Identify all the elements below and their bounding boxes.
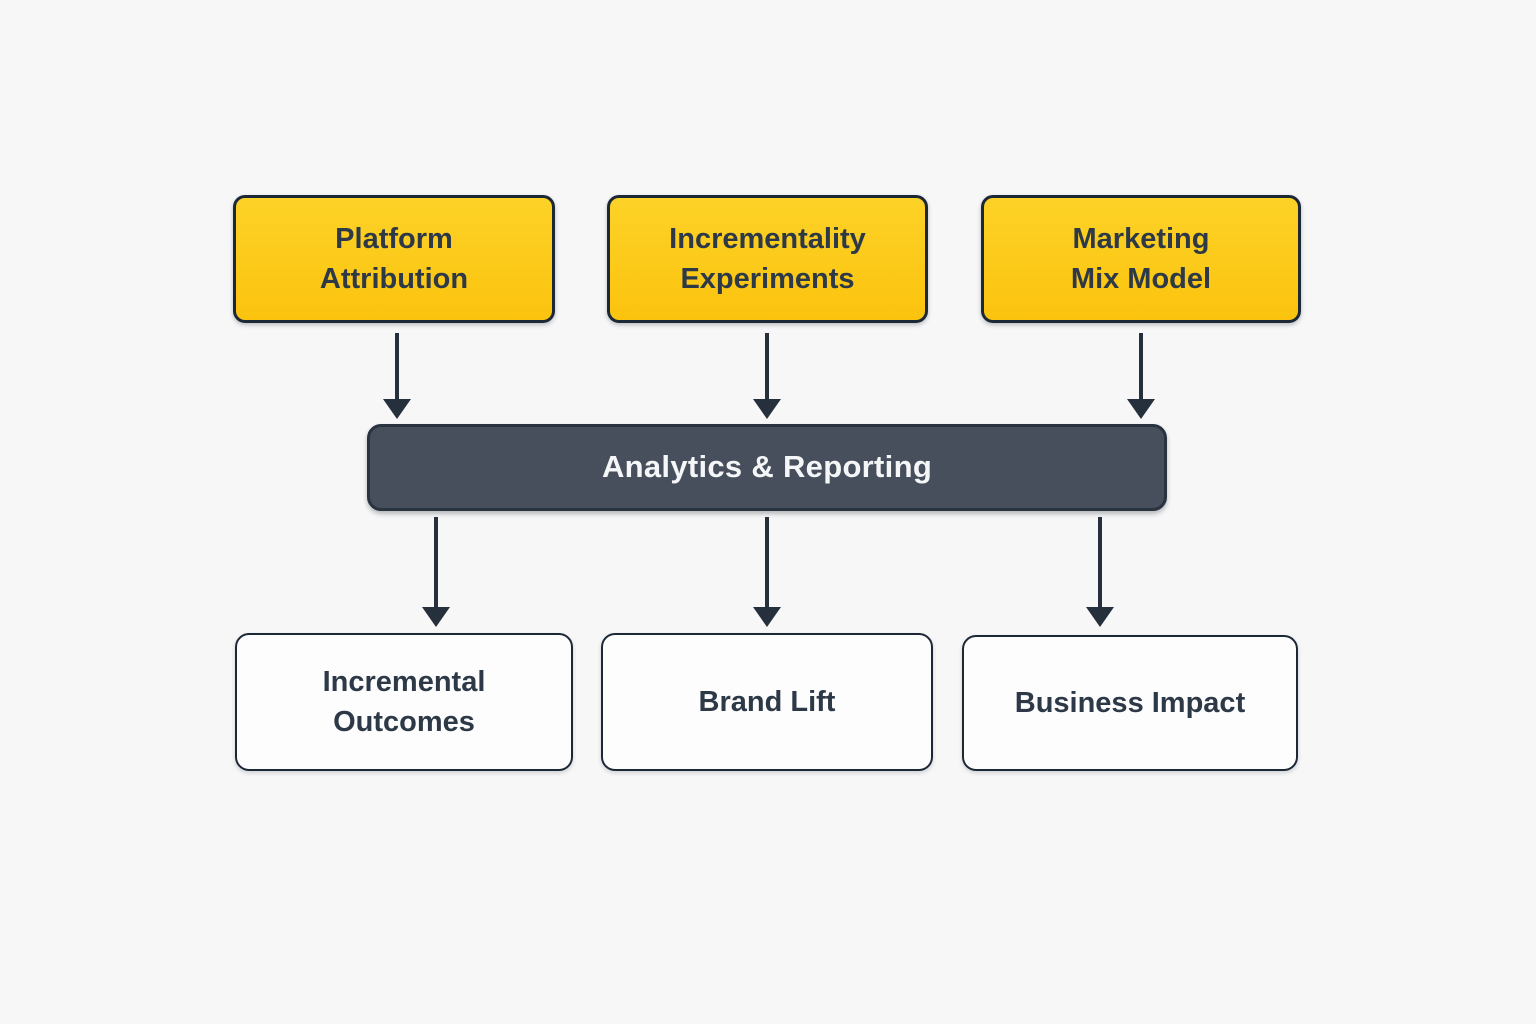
source-box-marketing-mix-model: Marketing Mix Model [981, 195, 1301, 323]
down-arrow-analytics-to-incremental-outcomes [422, 517, 450, 627]
outcome-box-label: Incremental Outcomes [322, 665, 486, 738]
outcome-box-label: Brand Lift [698, 685, 836, 718]
source-box-incrementality-experiments: Incrementality Experiments [607, 195, 928, 323]
hub-bar-analytics-reporting: Analytics & Reporting [367, 424, 1167, 511]
source-box-label: Incrementality Experiments [669, 222, 866, 295]
down-arrow-mmm-to-analytics [1127, 333, 1155, 419]
arrowhead-icon [422, 607, 450, 627]
down-arrow-analytics-to-brand-lift [753, 517, 781, 627]
source-box-label: Marketing Mix Model [1070, 222, 1212, 295]
source-box-platform-attribution: Platform Attribution [233, 195, 555, 323]
outcome-box-business-impact: Business Impact [962, 635, 1298, 771]
hub-bar-label: Analytics & Reporting [601, 449, 933, 485]
arrowhead-icon [753, 399, 781, 419]
source-box-label: Platform Attribution [319, 222, 469, 295]
outcome-box-brand-lift: Brand Lift [601, 633, 933, 771]
outcome-box-label: Business Impact [1014, 686, 1246, 719]
arrowhead-icon [1086, 607, 1114, 627]
arrowhead-icon [383, 399, 411, 419]
arrowhead-icon [1127, 399, 1155, 419]
down-arrow-platform-to-analytics [383, 333, 411, 419]
arrowhead-icon [753, 607, 781, 627]
outcome-box-incremental-outcomes: Incremental Outcomes [235, 633, 573, 771]
down-arrow-analytics-to-business-impact [1086, 517, 1114, 627]
down-arrow-incrementality-to-analytics [753, 333, 781, 419]
